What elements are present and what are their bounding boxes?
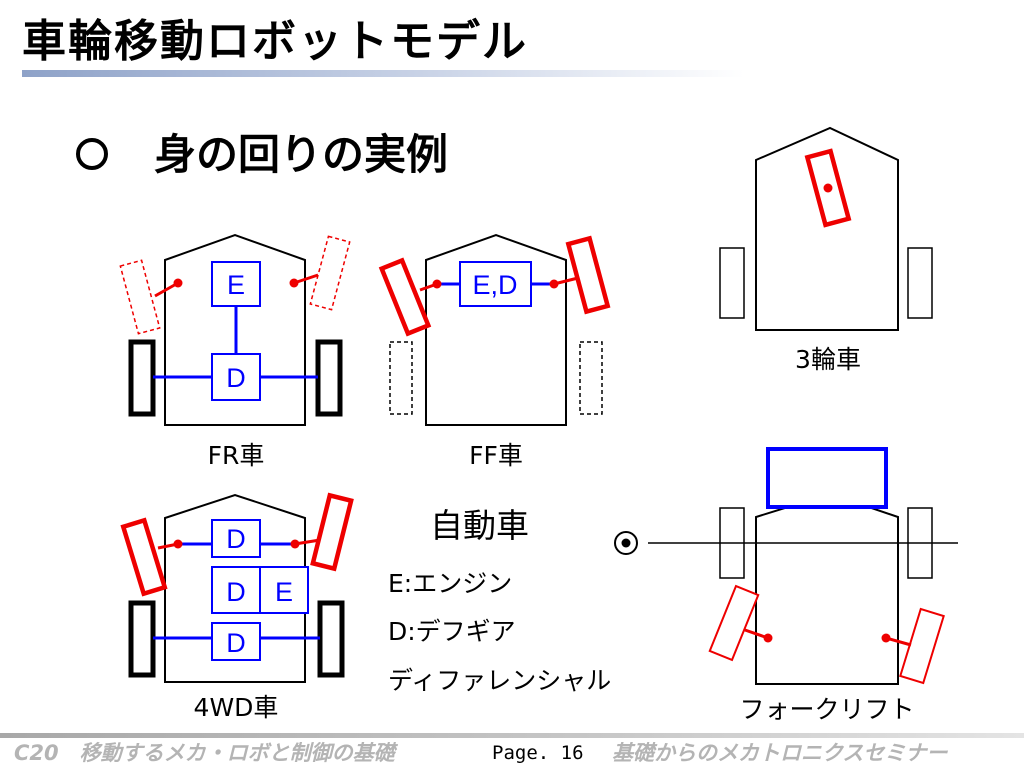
footer-bar (0, 733, 1024, 738)
forklift-fork (766, 447, 888, 509)
four-wd-center-diff-box (211, 566, 261, 614)
fr-front-left-wheel (119, 259, 161, 335)
footer-course: C20 移動するメカ・ロボと制御の基礎 (14, 741, 395, 765)
four-wd-front-diff-label: D (226, 524, 246, 554)
fr-engine-label: E (227, 270, 245, 300)
ff-car: E,D FF車 (378, 233, 611, 470)
legend-diff-full: ディファレンシャル (388, 666, 611, 695)
legend-diff: D:デフギア (388, 617, 516, 646)
fr-diff-label: D (226, 363, 246, 393)
four-wd-center-diff-label: D (226, 577, 246, 607)
bullet-circle-icon (76, 138, 108, 170)
ff-engine-diff-label: E,D (472, 270, 517, 300)
forklift-rear-right-pivot (881, 633, 891, 643)
four-wd-front-diff-box (211, 519, 261, 558)
fr-car: E D FR車 (119, 233, 351, 470)
rotation-center-dot (621, 538, 631, 548)
forklift-rear-left-pivot (763, 633, 773, 643)
four-wd-rear-diff-label: D (226, 628, 246, 658)
fr-rear-left-wheel (128, 339, 156, 417)
four-wd-engine-box (259, 566, 309, 614)
three-wheel-body (755, 126, 899, 331)
slide-title: 車輪移動ロボットモデル (22, 16, 528, 67)
four-wd-front-right-wheel (310, 492, 354, 572)
three-wheel-rear-left-wheel (719, 247, 745, 319)
ff-rear-left-wheel (389, 341, 413, 415)
footer: C20 移動するメカ・ロボと制御の基礎 Page. 16 基礎からのメカトロニク… (0, 738, 1024, 768)
fr-rear-right-wheel (315, 339, 343, 417)
forklift-rear-left-wheel (708, 584, 760, 662)
fr-front-left-pivot (173, 278, 183, 288)
three-wheel-label: 3輪車 (795, 345, 861, 374)
ff-front-left-link (419, 282, 438, 292)
title-underline (22, 70, 744, 77)
forklift-rear-right-wheel (899, 607, 945, 685)
heading-text: 身の回りの実例 (154, 130, 449, 179)
forklift: フォークリフト (614, 447, 958, 724)
three-wheel-front-pivot (823, 183, 833, 193)
footer-page-number: Page. 16 (492, 742, 584, 764)
fr-car-label: FR車 (208, 441, 265, 470)
four-wd-engine-label: E (275, 577, 293, 607)
ff-front-left-wheel (378, 257, 432, 337)
three-wheel-rear-right-wheel (907, 247, 933, 319)
ff-front-right-wheel (565, 235, 611, 315)
four-wd-front-left-link (157, 542, 179, 550)
ff-engine-diff-box (459, 261, 532, 307)
ff-rear-right-wheel (579, 341, 603, 415)
legend-title: 自動車 (430, 506, 529, 545)
four-wd-label: 4WD車 (194, 693, 279, 722)
four-wd-car: D D E D 4WD車 (120, 492, 354, 722)
ff-front-right-link (553, 276, 579, 286)
four-wd-rear-diff-box (211, 622, 261, 661)
fr-front-right-wheel (309, 235, 351, 311)
legend-engine: E:エンジン (388, 569, 512, 598)
fr-front-right-pivot (289, 278, 299, 288)
fr-diff-box (211, 353, 261, 401)
legend: 自動車 E:エンジン D:デフギア ディファレンシャル (388, 506, 611, 695)
three-wheel-car: 3輪車 (719, 126, 933, 374)
four-wd-rear-left-wheel (128, 600, 156, 678)
forklift-label: フォークリフト (739, 695, 914, 724)
footer-seminar: 基礎からのメカトロニクスセミナー (612, 741, 948, 765)
forklift-body (755, 492, 899, 685)
fr-engine-box (211, 261, 261, 307)
four-wd-rear-right-wheel (317, 600, 345, 678)
four-wd-front-left-wheel (120, 517, 168, 597)
ff-car-label: FF車 (469, 441, 523, 470)
four-wd-front-right-link (294, 538, 321, 546)
